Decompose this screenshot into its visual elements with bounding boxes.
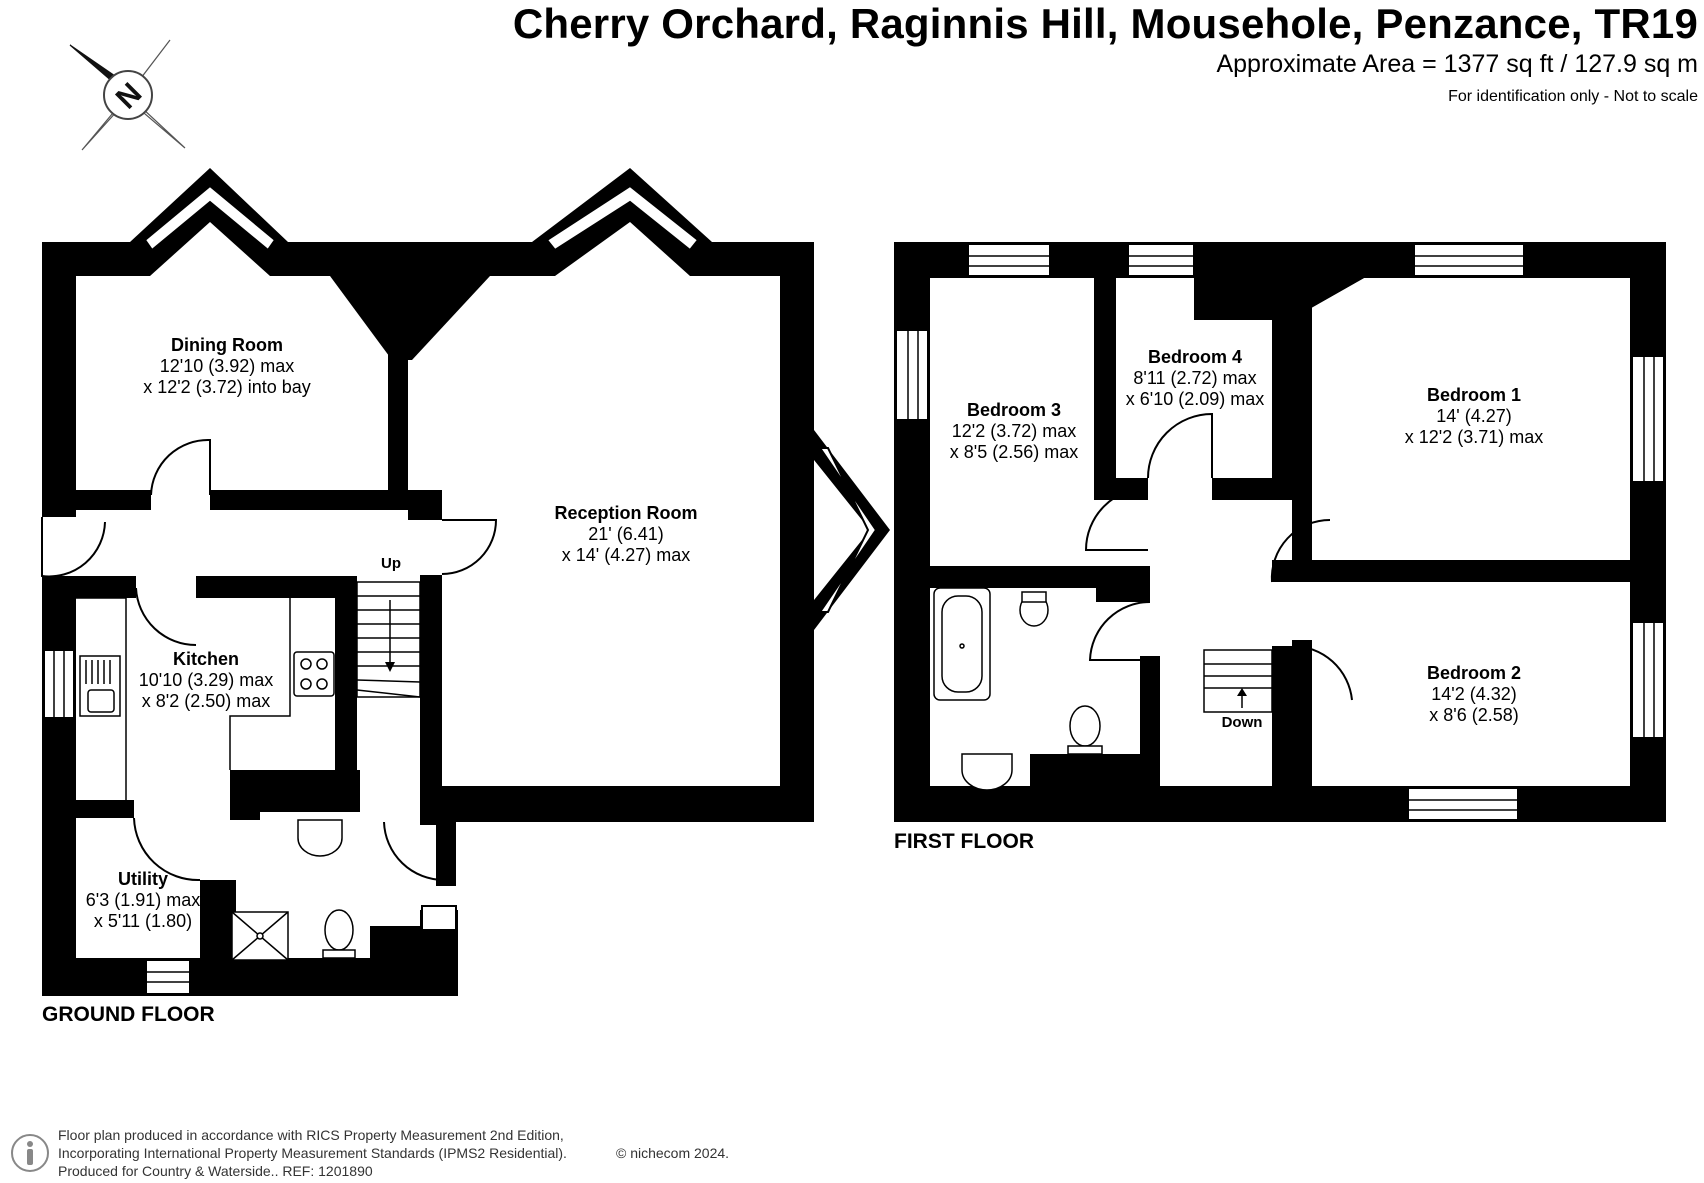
disclaimer: For identification only - Not to scale <box>1448 88 1698 105</box>
room-dimension: x 5'11 (1.80) <box>93 911 193 931</box>
first-floor-plan <box>894 242 1666 822</box>
room-bedroom-2: Bedroom 2 14'2 (4.32) x 8'6 (2.58) <box>1427 663 1521 726</box>
room-dimension: 14' (4.27) <box>1436 406 1512 426</box>
room-dimension: x 8'6 (2.58) <box>1429 705 1519 725</box>
room-name: Bedroom 2 <box>1426 663 1522 683</box>
footer-copyright: © nichecom 2024. <box>616 1145 730 1161</box>
room-name: Utility <box>117 869 168 889</box>
footer-line: Produced for Country & Waterside.. REF: … <box>58 1163 373 1179</box>
stairs-up-label: Up <box>381 555 401 572</box>
room-dimension: x 8'5 (2.56) max <box>949 442 1079 462</box>
room-kitchen: Kitchen 10'10 (3.29) max x 8'2 (2.50) ma… <box>139 649 274 712</box>
approximate-area: Approximate Area = 1377 sq ft / 127.9 sq… <box>1216 50 1698 78</box>
first-floor-label: FIRST FLOOR <box>894 830 1034 853</box>
room-name: Kitchen <box>172 649 240 669</box>
ground-floor-plan <box>41 168 890 996</box>
room-dimension: x 8'2 (2.50) max <box>141 691 271 711</box>
room-name: Reception Room <box>554 503 698 523</box>
room-bedroom-3: Bedroom 3 12'2 (3.72) max x 8'5 (2.56) m… <box>950 400 1079 463</box>
page-title: Cherry Orchard, Raginnis Hill, Mousehole… <box>512 0 1698 47</box>
room-utility: Utility 6'3 (1.91) max x 5'11 (1.80) <box>86 869 201 932</box>
stairs-down-label: Down <box>1221 714 1263 731</box>
room-name: Bedroom 1 <box>1426 385 1522 405</box>
footer-notes: Floor plan produced in accordance with R… <box>58 1126 729 1180</box>
north-compass-icon: N <box>69 39 186 151</box>
room-dimension: x 12'2 (3.71) max <box>1404 427 1544 447</box>
person-icon <box>11 1134 49 1172</box>
room-dimension: 6'3 (1.91) max <box>85 890 201 910</box>
footer-line: Incorporating International Property Mea… <box>58 1145 567 1161</box>
room-bedroom-4: Bedroom 4 8'11 (2.72) max x 6'10 (2.09) … <box>1126 347 1265 410</box>
footer-line: Floor plan produced in accordance with R… <box>58 1127 564 1143</box>
room-bedroom-1: Bedroom 1 14' (4.27) x 12'2 (3.71) max <box>1405 385 1544 448</box>
room-dimension: 21' (6.41) <box>588 524 664 544</box>
ground-floor-label: GROUND FLOOR <box>42 1003 215 1026</box>
room-dimension: 12'2 (3.72) max <box>951 421 1077 441</box>
room-name: Bedroom 3 <box>966 400 1062 420</box>
room-dimension: 10'10 (3.29) max <box>138 670 274 690</box>
room-dimension: 12'10 (3.92) max <box>159 356 295 376</box>
room-dimension: 14'2 (4.32) <box>1431 684 1517 704</box>
room-name: Dining Room <box>171 335 283 355</box>
room-dimension: 8'11 (2.72) max <box>1133 368 1257 388</box>
room-name: Bedroom 4 <box>1147 347 1243 367</box>
room-dimension: x 14' (4.27) max <box>561 545 691 565</box>
room-dining: Dining Room 12'10 (3.92) max x 12'2 (3.7… <box>143 335 311 398</box>
room-dimension: x 12'2 (3.72) into bay <box>143 377 311 397</box>
room-reception: Reception Room 21' (6.41) x 14' (4.27) m… <box>554 503 697 566</box>
room-dimension: x 6'10 (2.09) max <box>1125 389 1265 409</box>
